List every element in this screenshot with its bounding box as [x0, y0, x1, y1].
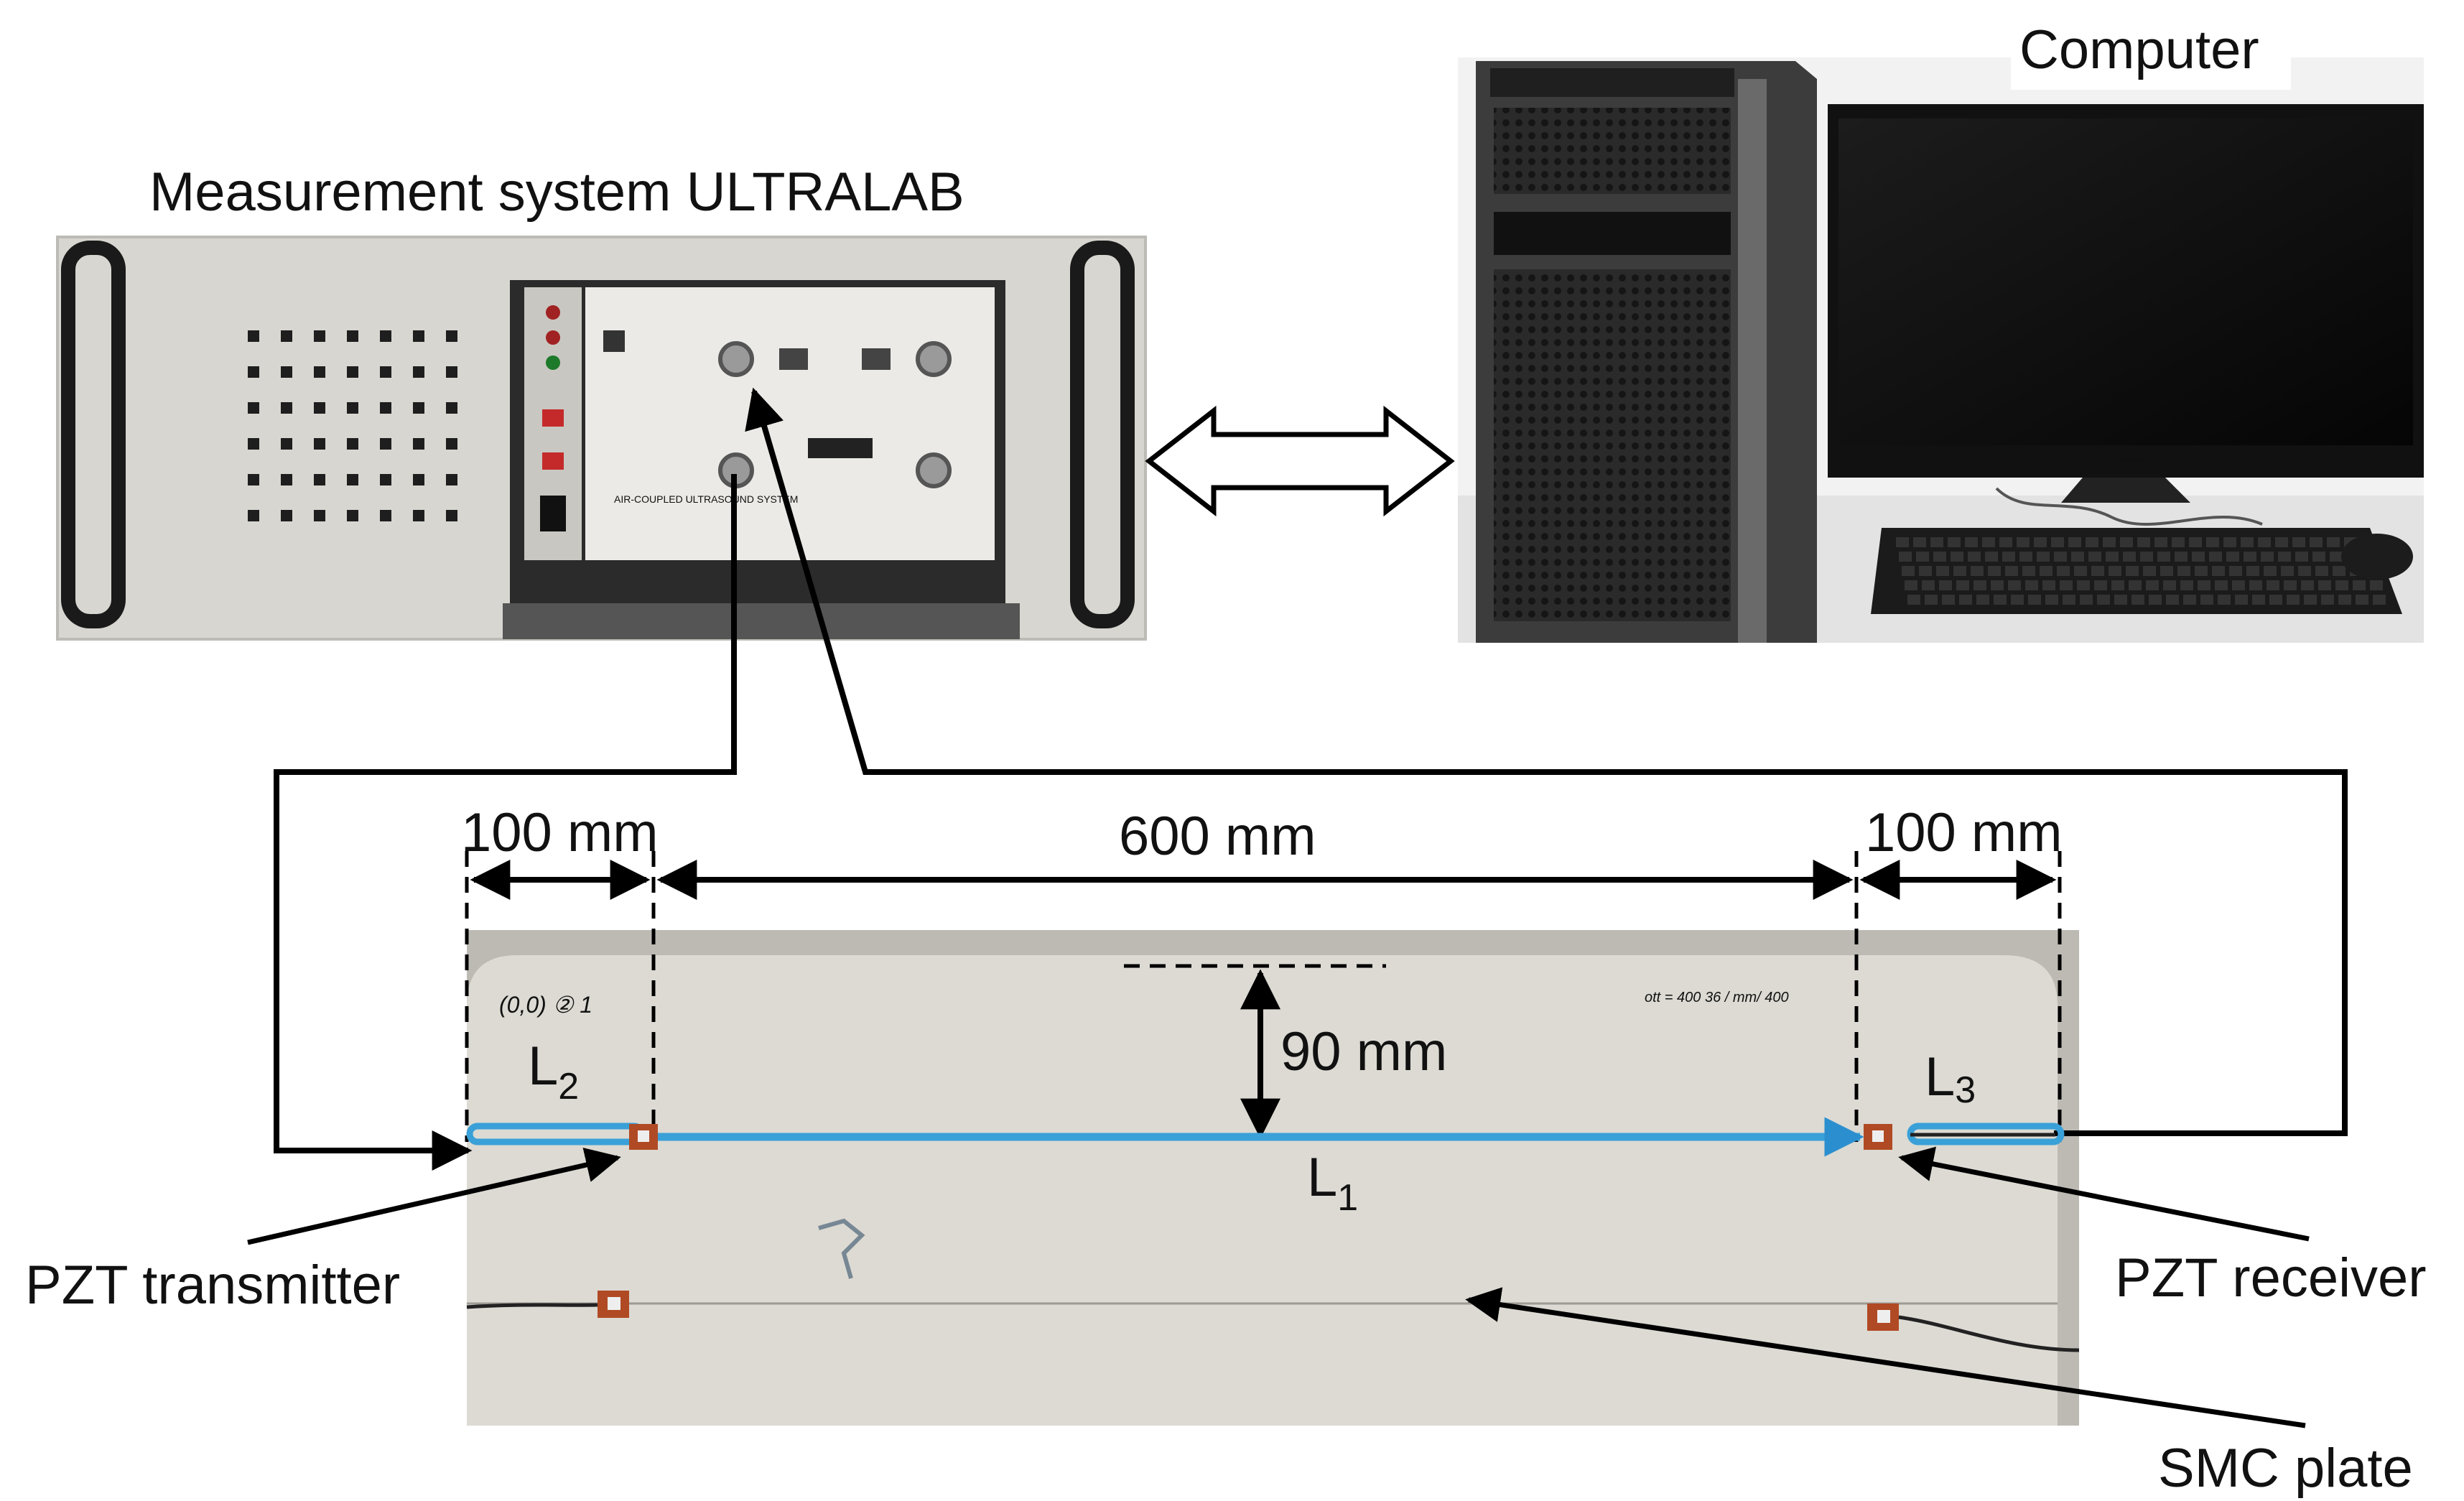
bidirectional-connection-arrow — [1145, 405, 1455, 517]
dim-label-left: 100 mm — [461, 802, 659, 863]
dim-label-right: 100 mm — [1865, 802, 2063, 863]
samsung-label: SAMSUNG — [2119, 456, 2155, 464]
pzt-receiver-sensor — [1864, 1124, 1892, 1150]
receiver-cable — [745, 387, 2348, 1136]
air-coupled-label: AIR-COUPLED ULTRASOUND SYSTEM — [614, 493, 798, 505]
receiver-callout — [1898, 1146, 2310, 1242]
smc-plate-label: SMC plate — [2158, 1438, 2413, 1499]
computer-label: Computer — [2019, 19, 2259, 80]
computer-photo: SAMSUNG — [1458, 57, 2424, 643]
smc-plate-callout — [1465, 1287, 2306, 1428]
pzt-transmitter-sensor — [629, 1124, 658, 1150]
measurement-system-label: Measurement system ULTRALAB — [149, 162, 964, 223]
l3-label: L3 — [1925, 1046, 1976, 1111]
transmitter-cable — [274, 474, 737, 1171]
dim-label-middle: 600 mm — [1119, 806, 1316, 867]
transmitter-callout — [247, 1147, 621, 1245]
dimension-guides — [465, 851, 2062, 1142]
pzt-transmitter-label: PZT transmitter — [25, 1255, 400, 1316]
pzt-receiver-label: PZT receiver — [2115, 1247, 2427, 1309]
smc-plate: (0,0) ② 1 ott = 400 36 / mm/ 400 — [466, 930, 2080, 1426]
l2-label: L2 — [528, 1036, 579, 1107]
plate-note-right: ott = 400 36 / mm/ 400 — [1645, 990, 1789, 1005]
vent-grid — [248, 330, 457, 521]
dim-label-vertical: 90 mm — [1280, 1021, 1447, 1082]
plate-note-left: (0,0) ② 1 — [499, 992, 592, 1018]
l1-label: L1 — [1307, 1147, 1358, 1219]
ultralab-device: AIR-COUPLED ULTRASOUND SYSTEM — [56, 236, 1147, 641]
